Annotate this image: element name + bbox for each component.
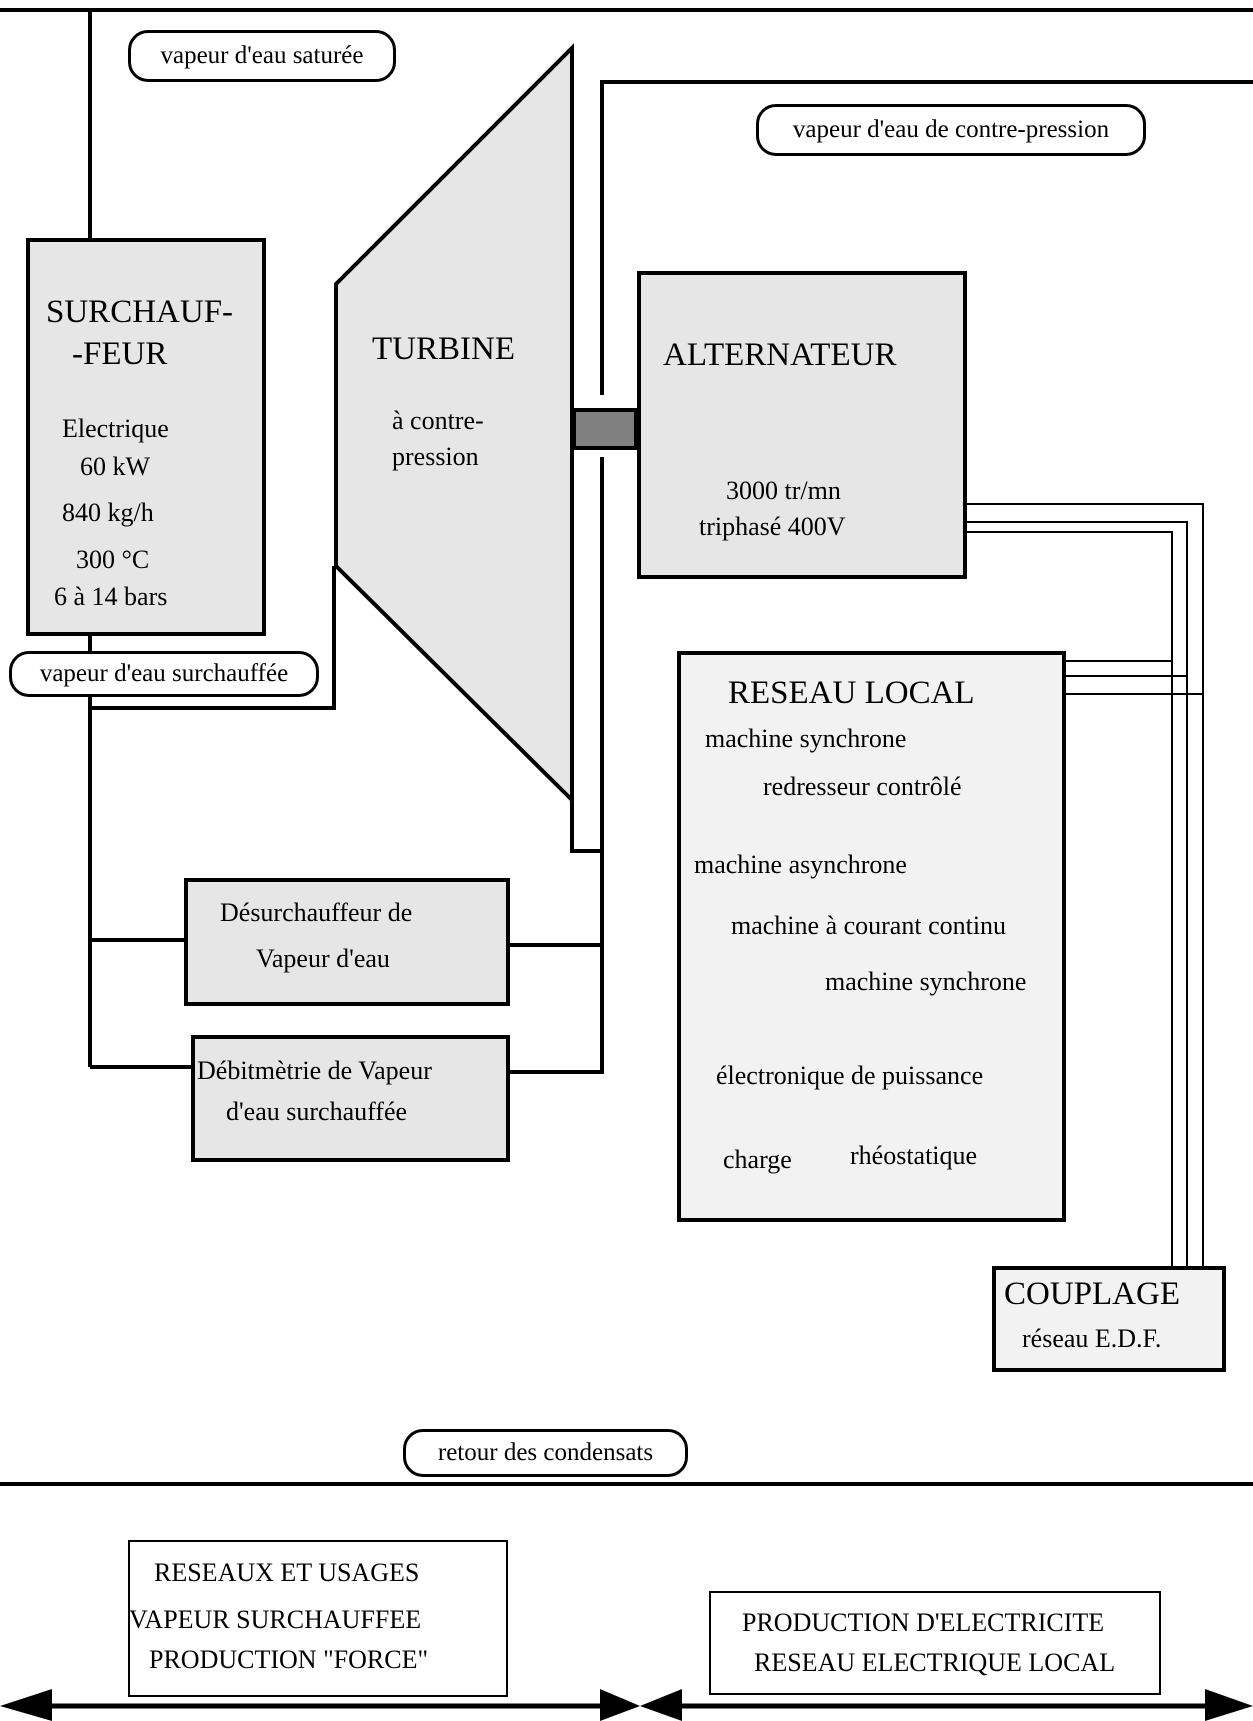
local-network-item: redresseur contrôlé [763, 772, 962, 801]
flowmeter-label-1: Débitmètrie de Vapeur [197, 1056, 432, 1085]
coupling-box [992, 1266, 1226, 1372]
electricity-section-line-2: RESEAU ELECTRIQUE LOCAL [754, 1648, 1116, 1677]
section-arrows [0, 1689, 1253, 1721]
turbine-subtitle-2: pression [392, 442, 479, 471]
superheated-steam-label: vapeur d'eau surchauffée [9, 651, 319, 697]
electricity-section [709, 1591, 1161, 1695]
desuperheater-label-2: Vapeur d'eau [256, 944, 390, 973]
superheater-temperature: 300 °C [76, 545, 150, 574]
backpressure-steam-label: vapeur d'eau de contre-pression [756, 104, 1146, 156]
shaft-coupling [572, 408, 638, 450]
coupling-subtitle: réseau E.D.F. [1022, 1324, 1162, 1353]
superheater-title-2: -FEUR [72, 336, 168, 372]
superheater-power: 60 kW [80, 452, 151, 481]
local-network-item: machine synchrone [705, 724, 907, 753]
local-network-item: charge [723, 1145, 792, 1174]
desuperheater-label-1: Désurchauffeur de [220, 898, 413, 927]
local-network-item: électronique de puissance [716, 1061, 984, 1090]
flowmeter-label-2: d'eau surchauffée [226, 1097, 408, 1126]
three-phase-wires [962, 503, 1204, 1268]
coupling-title: COUPLAGE [1004, 1276, 1181, 1312]
steam-section-line-1: RESEAUX ET USAGES [154, 1558, 420, 1587]
superheater-type: Electrique [62, 414, 169, 443]
turbine-drain-pipe [570, 800, 602, 853]
alternator-box [637, 271, 967, 579]
steam-section-line-3: PRODUCTION "FORCE" [149, 1645, 429, 1674]
superheater-flow: 840 kg/h [62, 498, 154, 527]
alternator-title: ALTERNATEUR [663, 337, 897, 373]
local-network-item: rhéostatique [850, 1141, 978, 1170]
electricity-section-line-1: PRODUCTION D'ELECTRICITE [742, 1608, 1105, 1637]
superheater-title: SURCHAUF- [46, 294, 234, 330]
steam-usage-section [128, 1540, 508, 1697]
turbine-subtitle-1: à contre- [392, 406, 484, 435]
local-network-item: machine à courant continu [731, 911, 1007, 940]
superheater-pressure: 6 à 14 bars [54, 582, 168, 611]
alternator-voltage: triphasé 400V [699, 512, 846, 541]
local-network-item: machine asynchrone [694, 850, 907, 879]
condensate-return-label: retour des condensats [403, 1429, 688, 1477]
steam-section-line-2: VAPEUR SURCHAUFFEE [129, 1605, 422, 1634]
backpressure-exhaust-pipe [600, 80, 1253, 395]
turbine-title: TURBINE [372, 331, 515, 367]
flowmeter-box [191, 1035, 510, 1162]
desuperheater-box [184, 878, 510, 1006]
saturated-steam-label: vapeur d'eau saturée [128, 30, 396, 82]
right-return-pipe [506, 457, 604, 1074]
alternator-speed: 3000 tr/mn [726, 476, 841, 505]
turbine-body [334, 43, 574, 805]
local-network-item: machine synchrone [825, 967, 1027, 996]
local-network-box [677, 651, 1066, 1222]
superheater-box [26, 238, 266, 636]
local-network-title: RESEAU LOCAL [728, 675, 975, 711]
